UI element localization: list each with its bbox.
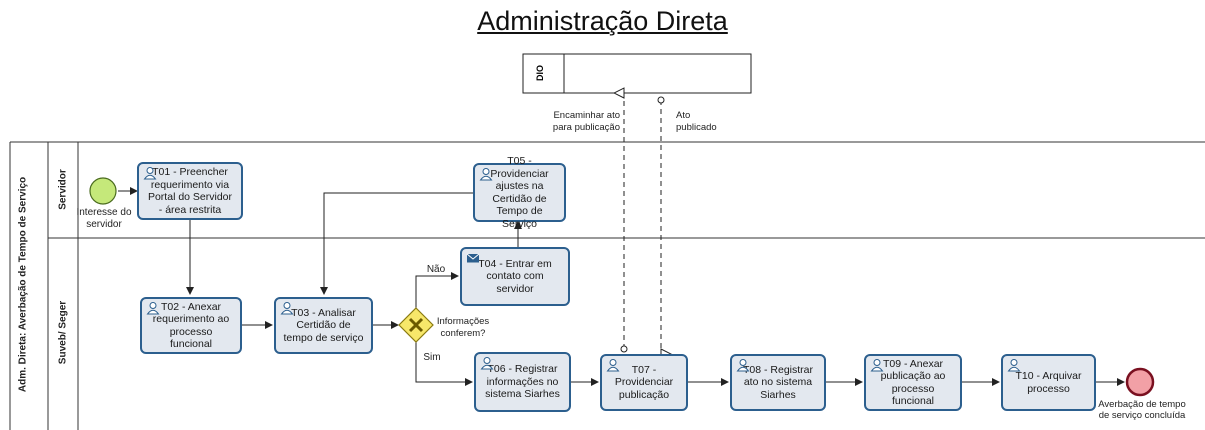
task-t04[interactable]: T04 - Entrar em contato com servidor (460, 247, 570, 306)
user-icon (736, 359, 750, 372)
end-event-label: Averbação de tempo de serviço concluída (1098, 399, 1186, 421)
gateway-no-label: Não (426, 264, 446, 275)
start-event (89, 177, 117, 205)
user-icon (479, 168, 493, 181)
user-icon (143, 167, 157, 180)
task-t09[interactable]: T09 - Anexar publicação ao processo func… (864, 354, 962, 411)
task-t04-label: T04 - Entrar em contato com servidor (478, 257, 552, 295)
task-t10[interactable]: T10 - Arquivar processo (1001, 354, 1096, 411)
lane-label-suveb-seger: Suveb/ Seger (57, 300, 69, 365)
dio-pool (522, 53, 752, 94)
task-t08[interactable]: T08 - Registrar ato no sistema Siarhes (730, 354, 826, 411)
message-send-label: Encaminhar ato para publicação (552, 110, 620, 133)
task-t03[interactable]: T03 - Analisar Certidão de tempo de serv… (274, 297, 373, 354)
user-icon (870, 359, 884, 372)
task-t07[interactable]: T07 - Providenciar publicação (600, 354, 688, 411)
user-icon (606, 359, 620, 372)
message-receive-label: Ato publicado (676, 110, 717, 133)
task-t03-label: T03 - Analisar Certidão de tempo de serv… (283, 306, 364, 344)
pool-label: Adm. Direta: Averbação de Tempo de Servi… (17, 176, 29, 393)
task-t10-label: T10 - Arquivar processo (1015, 370, 1082, 395)
task-t07-label: T07 - Providenciar publicação (614, 363, 674, 401)
user-icon (1007, 359, 1021, 372)
exclusive-gateway-icon (398, 307, 434, 343)
start-event-label: Interesse do servidor (76, 207, 132, 230)
user-icon (280, 302, 294, 315)
page-title: Administração Direta (477, 6, 728, 36)
task-t02-label: T02 - Anexar requerimento ao processo fu… (152, 300, 230, 351)
gateway-yes-label: Sim (423, 352, 441, 363)
gateway-label: Informações conferem? (436, 316, 490, 339)
end-event (1125, 367, 1155, 397)
task-t02[interactable]: T02 - Anexar requerimento ao processo fu… (140, 297, 242, 354)
dio-pool-label: DIO (535, 65, 545, 81)
envelope-icon (466, 253, 480, 263)
task-t06-label: T06 - Registrar informações no sistema S… (485, 363, 560, 401)
task-t06[interactable]: T06 - Registrar informações no sistema S… (474, 352, 571, 412)
user-icon (480, 357, 494, 370)
task-t08-label: T08 - Registrar ato no sistema Siarhes (742, 363, 814, 401)
task-t09-label: T09 - Anexar publicação ao processo func… (880, 357, 946, 408)
lane-label-servidor: Servidor (57, 169, 69, 210)
user-icon (146, 302, 160, 315)
task-t01-label: T01 - Preencher requerimento via Portal … (147, 166, 233, 216)
task-t05-label: T05 - Providenciar ajustes na Certidão d… (490, 155, 549, 230)
task-t05[interactable]: T05 - Providenciar ajustes na Certidão d… (473, 155, 566, 230)
task-t01[interactable]: T01 - Preencher requerimento via Portal … (137, 162, 243, 220)
